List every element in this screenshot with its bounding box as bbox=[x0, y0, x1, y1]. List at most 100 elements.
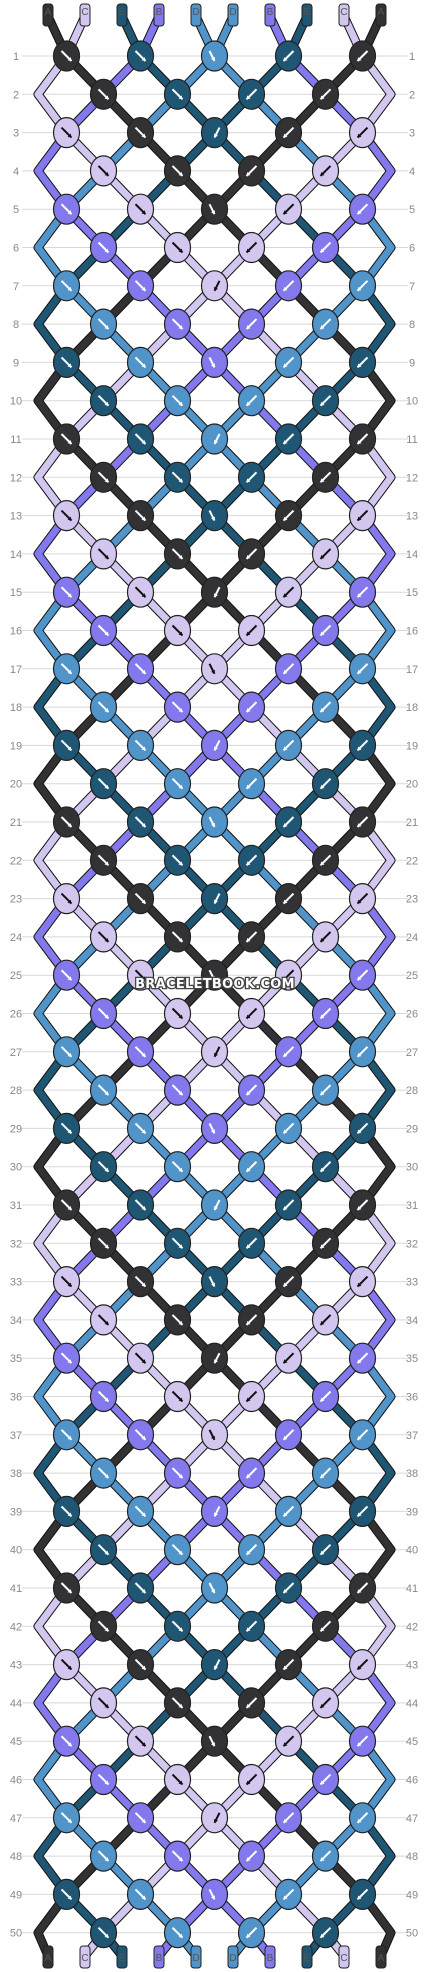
knot-oval bbox=[200, 40, 229, 72]
knot-arrowhead bbox=[104, 1320, 109, 1325]
knot bbox=[237, 78, 266, 110]
knot-arrowhead bbox=[246, 1780, 251, 1785]
row-number-left: 23 bbox=[10, 894, 22, 906]
row-number-left: 6 bbox=[13, 243, 19, 255]
knot-arrowhead bbox=[67, 1665, 72, 1670]
knot-arrowhead bbox=[246, 554, 251, 559]
strand-letter-top: B bbox=[156, 7, 163, 18]
knot bbox=[237, 1840, 266, 1872]
knot-arrowhead bbox=[357, 1359, 362, 1364]
strand-letter-bottom: A bbox=[378, 1953, 385, 1964]
knot-arrowhead bbox=[246, 325, 251, 330]
knot-arrowhead bbox=[246, 631, 251, 636]
knot bbox=[348, 806, 377, 838]
row-number-left: 31 bbox=[10, 1200, 22, 1212]
knot-oval bbox=[200, 1878, 229, 1911]
knot bbox=[348, 959, 377, 991]
knot bbox=[126, 193, 155, 225]
row-number-left: 32 bbox=[10, 1238, 22, 1250]
knot bbox=[200, 1036, 229, 1068]
knot-arrowhead bbox=[211, 1435, 216, 1440]
knot bbox=[163, 308, 192, 340]
knot bbox=[274, 576, 303, 608]
row-number-left: 22 bbox=[10, 855, 22, 867]
knot-arrowhead bbox=[104, 631, 109, 636]
knot bbox=[126, 729, 155, 762]
knot-arrowhead bbox=[67, 669, 72, 674]
knot-oval bbox=[200, 1342, 229, 1374]
knot-arrowhead bbox=[211, 516, 216, 521]
knot bbox=[348, 346, 377, 378]
row-number-right: 1 bbox=[409, 51, 415, 63]
knot-arrowhead bbox=[67, 976, 72, 981]
knot-arrowhead bbox=[283, 1665, 288, 1670]
knot bbox=[89, 1687, 118, 1719]
knot-arrowhead bbox=[283, 1282, 288, 1287]
strand-letter-bottom: C bbox=[340, 1953, 347, 1964]
knot-arrowhead bbox=[141, 1359, 146, 1364]
knot bbox=[126, 1036, 155, 1068]
knot bbox=[163, 1610, 192, 1642]
row-number-right: 24 bbox=[406, 932, 418, 944]
knot-arrowhead bbox=[213, 1359, 218, 1364]
knot-arrowhead bbox=[320, 937, 325, 942]
knot-arrowhead bbox=[67, 823, 72, 827]
knot-arrowhead bbox=[320, 1857, 325, 1862]
knot-arrowhead bbox=[213, 593, 218, 598]
knot bbox=[311, 1840, 340, 1872]
knot bbox=[200, 1342, 229, 1374]
knot-arrowhead bbox=[67, 286, 72, 291]
strand-end-top bbox=[301, 3, 313, 27]
knot-arrowhead bbox=[246, 708, 251, 713]
knot-arrowhead bbox=[141, 593, 146, 598]
knot-arrowhead bbox=[67, 746, 72, 751]
knot bbox=[348, 1189, 377, 1221]
knot-arrowhead bbox=[213, 1052, 218, 1057]
knot-arrowhead bbox=[104, 784, 109, 789]
strand-letter-bottom: B bbox=[156, 1953, 163, 1964]
row-number-left: 42 bbox=[10, 1621, 22, 1633]
knot-arrowhead bbox=[141, 440, 146, 444]
strand-line bbox=[34, 14, 218, 1959]
knot-arrowhead bbox=[178, 1703, 183, 1708]
knot bbox=[348, 653, 377, 685]
knot bbox=[52, 1495, 81, 1528]
knot-arrowhead bbox=[357, 440, 362, 444]
strand-end-bottom bbox=[153, 1945, 165, 1969]
knot-arrowhead bbox=[283, 1206, 288, 1210]
knot bbox=[200, 1648, 229, 1681]
knot bbox=[311, 1074, 340, 1106]
strand-line bbox=[34, 14, 218, 1959]
knot bbox=[52, 193, 81, 225]
knot-arrowhead bbox=[67, 210, 72, 215]
knot-arrowhead bbox=[320, 1244, 325, 1249]
knot bbox=[200, 346, 229, 378]
knot-arrowhead bbox=[67, 57, 72, 61]
knot-arrowhead bbox=[141, 1206, 146, 1210]
knot bbox=[163, 1304, 192, 1336]
row-number-left: 9 bbox=[13, 357, 19, 369]
knot-arrowhead bbox=[104, 95, 109, 100]
strand-letter-bottom: D bbox=[192, 1953, 199, 1964]
row-number-right: 23 bbox=[406, 894, 418, 906]
row-number-right: 37 bbox=[406, 1430, 418, 1442]
knot bbox=[311, 538, 340, 570]
knot bbox=[89, 1074, 118, 1106]
row-number-right: 33 bbox=[406, 1277, 418, 1289]
row-number-right: 9 bbox=[409, 357, 415, 369]
knot-grid bbox=[52, 40, 377, 1949]
knot-arrowhead bbox=[104, 1703, 109, 1708]
row-number-left: 50 bbox=[10, 1928, 22, 1940]
row-number-left: 20 bbox=[10, 779, 22, 791]
knot-arrowhead bbox=[178, 401, 183, 406]
knot-arrowhead bbox=[320, 171, 325, 176]
knot bbox=[52, 729, 81, 762]
knot bbox=[89, 1304, 118, 1336]
row-number-right: 48 bbox=[406, 1851, 418, 1863]
knot bbox=[52, 1265, 81, 1298]
knot bbox=[348, 1495, 377, 1528]
knot-arrowhead bbox=[283, 593, 288, 598]
knot bbox=[274, 1189, 303, 1221]
knot bbox=[200, 882, 229, 915]
row-number-right: 18 bbox=[406, 702, 418, 714]
